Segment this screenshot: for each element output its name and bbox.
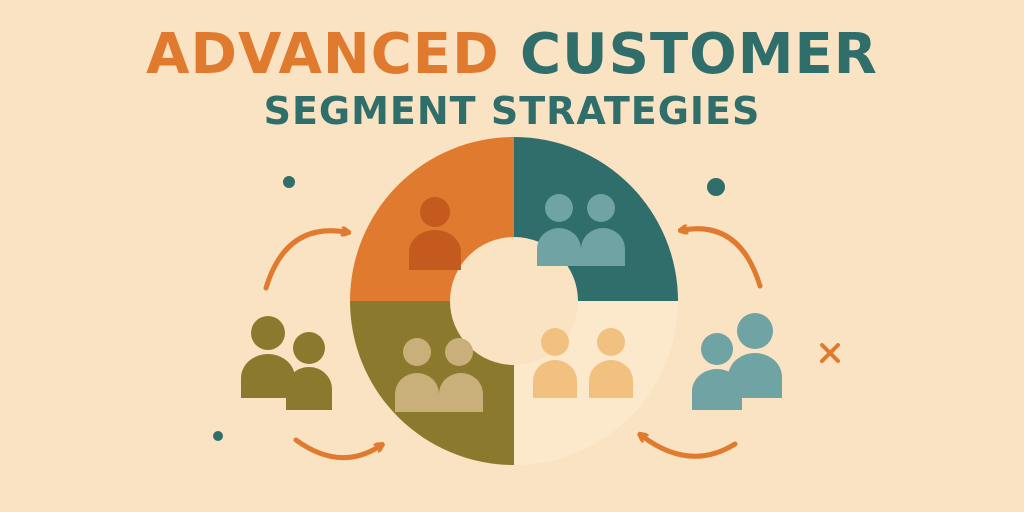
x-mark-icon	[820, 343, 840, 363]
title-block: ADVANCED CUSTOMER SEGMENT STRATEGIES	[0, 22, 1024, 134]
people-group-icon	[395, 338, 483, 412]
curved-arrow-icon	[263, 231, 346, 291]
title-word-advanced: ADVANCED	[146, 22, 500, 87]
curved-arrow-icon	[642, 436, 738, 459]
title-word-customer: CUSTOMER	[520, 22, 878, 87]
people-group-icon	[241, 316, 332, 410]
curved-arrow-icon	[293, 437, 380, 461]
segment-ring	[350, 137, 678, 465]
curved-arrow-icon	[683, 229, 763, 289]
page-subtitle: SEGMENT STRATEGIES	[263, 89, 761, 133]
single-person-icon	[409, 197, 461, 270]
dot-icon	[283, 176, 295, 188]
dot-icon	[707, 178, 725, 196]
people-group-icon	[692, 313, 782, 410]
dot-icon	[213, 431, 223, 441]
people-group-icon	[537, 194, 625, 266]
people-group-icon	[533, 328, 633, 398]
page-title: ADVANCED CUSTOMER	[0, 22, 1024, 88]
